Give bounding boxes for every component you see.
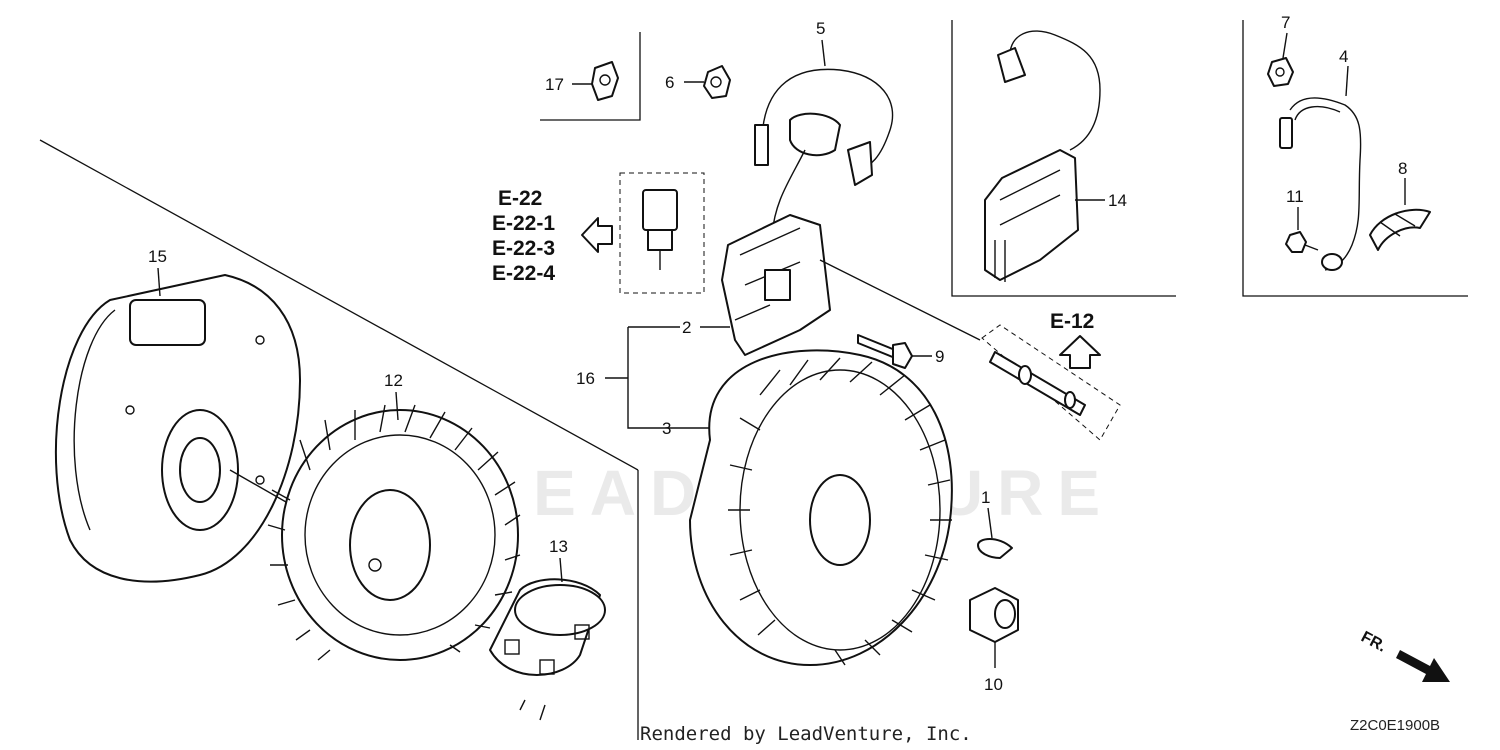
ref-e22[interactable]: E-22 — [498, 187, 542, 210]
ref-e22-group[interactable]: E-22 E-22-1 E-22-3 E-22-4 — [492, 187, 613, 285]
part-14-label[interactable]: 14 — [1108, 191, 1127, 210]
flywheel[interactable] — [689, 349, 953, 666]
spark-plug-lead[interactable] — [754, 68, 894, 236]
arrow-right-down-icon — [1396, 650, 1450, 682]
part-1-label[interactable]: 1 — [981, 488, 990, 507]
leader-1 — [987, 507, 993, 539]
ref-e22-1[interactable]: E-22-1 — [492, 212, 555, 235]
ref-e12-group[interactable]: E-12 — [1050, 310, 1101, 369]
bolt-9[interactable] — [857, 334, 913, 369]
ref-e22-3[interactable]: E-22-3 — [492, 237, 555, 260]
part-15-label[interactable]: 15 — [148, 247, 167, 266]
direction-indicator: FR. — [1358, 629, 1450, 682]
part-5-label[interactable]: 5 — [816, 19, 825, 38]
leader-7 — [1282, 32, 1288, 59]
ground-wire[interactable] — [1279, 97, 1362, 271]
part-11-label[interactable]: 11 — [1286, 187, 1304, 206]
part-7-label[interactable]: 7 — [1281, 13, 1290, 32]
stud-bolt-box — [981, 324, 1121, 441]
cooling-fan[interactable] — [267, 404, 521, 661]
part-12-label[interactable]: 12 — [384, 371, 403, 390]
part-2-label[interactable]: 2 — [682, 318, 691, 337]
ignition-coil[interactable] — [721, 214, 981, 356]
part-4-label[interactable]: 4 — [1339, 47, 1348, 66]
starter-cup[interactable] — [489, 578, 606, 721]
part-3-label[interactable]: 3 — [662, 419, 671, 438]
part-16-label[interactable]: 16 — [576, 369, 595, 388]
wire-clamp[interactable] — [1369, 208, 1431, 251]
wire-clip-7[interactable] — [1267, 57, 1294, 87]
leader-5 — [821, 39, 826, 67]
part-6-label[interactable]: 6 — [665, 73, 674, 92]
coil-leaders — [605, 326, 730, 429]
part-10-label[interactable]: 10 — [984, 675, 1003, 694]
ignition-switch-box — [619, 172, 705, 294]
ignition-coil-14[interactable] — [984, 30, 1101, 282]
part-8-label[interactable]: 8 — [1398, 159, 1407, 178]
leader-15 — [157, 267, 161, 297]
diagram-code: Z2C0E1900B — [1350, 717, 1440, 734]
ref-e22-4[interactable]: E-22-4 — [492, 262, 555, 285]
frame-lines — [39, 20, 1468, 740]
starter-cover[interactable] — [54, 274, 301, 583]
part-13-label[interactable]: 13 — [549, 537, 568, 556]
part-9-label[interactable]: 9 — [935, 347, 944, 366]
footer-credit: Rendered by LeadVenture, Inc. — [640, 723, 972, 745]
leader-12 — [395, 391, 399, 421]
screw-11[interactable] — [1285, 231, 1319, 253]
wire-clip-6[interactable] — [703, 65, 731, 99]
ref-e12[interactable]: E-12 — [1050, 310, 1094, 333]
part-17-label[interactable]: 17 — [545, 75, 564, 94]
wire-clip-17[interactable] — [591, 61, 619, 101]
leader-4 — [1345, 65, 1349, 97]
woodruff-key[interactable] — [977, 538, 1013, 559]
leader-13 — [559, 557, 563, 583]
direction-label: FR. — [1358, 629, 1389, 656]
hollow-arrow-icon — [581, 217, 613, 253]
flange-nut[interactable] — [969, 587, 1019, 643]
hollow-arrow-icon — [1059, 335, 1101, 369]
